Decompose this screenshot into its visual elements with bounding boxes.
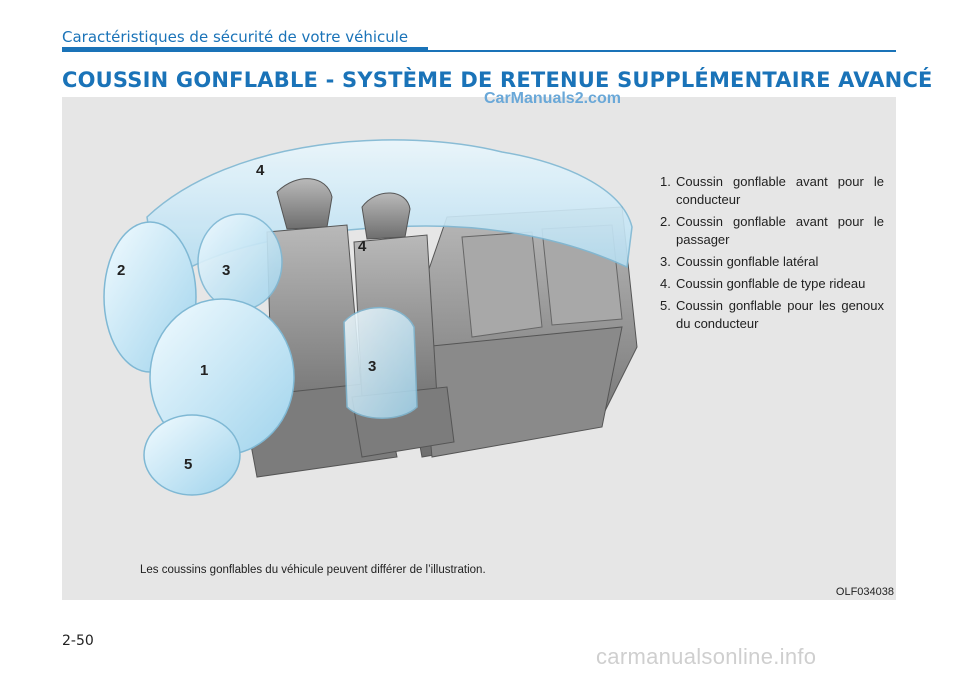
header-rule [428, 50, 896, 52]
airbag-illustration: 1 2 3 3 4 4 5 [103, 139, 638, 496]
legend-item: 4.Coussin gonflable de type rideau [660, 276, 866, 291]
knee-airbag [143, 414, 241, 496]
side-airbag-driver [197, 213, 283, 311]
header-rule-accent [62, 47, 428, 52]
callout-5: 5 [184, 456, 192, 473]
legend-item: 3.Coussin gonflable latéral [660, 254, 819, 269]
watermark-bottom: carmanualsonline.info [596, 644, 817, 669]
legend-item: 5.Coussin gonflable pour les genoux du c… [660, 298, 884, 331]
legend-item: 2.Coussin gonflable avant pour le passag… [660, 214, 884, 247]
callout-4-upper: 4 [256, 162, 265, 179]
page-number: 2-50 [62, 633, 94, 649]
section-title: COUSSIN GONFLABLE - SYSTÈME DE RETENUE S… [62, 68, 933, 92]
callout-3-driver: 3 [222, 262, 230, 279]
airbag-figure: 1 2 3 3 4 4 5 1.Coussin gonflable avant … [62, 97, 896, 600]
callout-4-lower: 4 [358, 238, 367, 255]
watermark-top: CarManuals2.com [484, 90, 621, 107]
figure-caption: Les coussins gonflables du véhicule peuv… [140, 564, 486, 576]
callout-3-passenger: 3 [368, 358, 376, 375]
airbag-legend: 1.Coussin gonflable avant pour le conduc… [660, 173, 884, 337]
callout-1: 1 [200, 362, 208, 379]
figure-code: OLF034038 [835, 586, 894, 598]
legend-item: 1.Coussin gonflable avant pour le conduc… [660, 174, 884, 207]
side-airbag-passenger [343, 306, 418, 419]
running-header-title: Caractéristiques de sécurité de votre vé… [62, 28, 409, 46]
callout-2: 2 [117, 262, 125, 279]
